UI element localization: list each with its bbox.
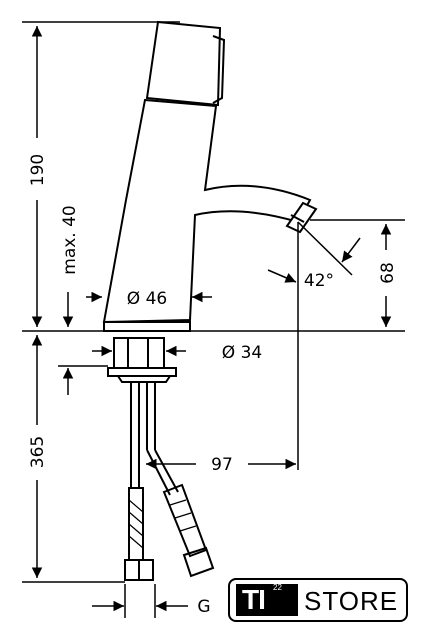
- mounting-nut: [113, 337, 165, 369]
- dimension-lines: [22, 21, 405, 618]
- handle-cap: [145, 20, 222, 107]
- supply-hoses: [124, 382, 215, 581]
- connection-label: G: [197, 597, 210, 617]
- store-logo: TI 22 STORE: [228, 578, 408, 622]
- body-diameter-label: Ø 46: [127, 289, 167, 309]
- mounting-washer: [107, 367, 177, 377]
- hose-length-label: 365: [28, 436, 48, 468]
- faucet-outline: [102, 20, 318, 324]
- base-diameter-label: Ø 34: [222, 343, 262, 363]
- handle-cap-side: [212, 35, 226, 104]
- spout-tip: [285, 201, 318, 234]
- right-hose-braid: [162, 483, 208, 558]
- base-ring: [103, 321, 191, 332]
- spout-angle-label: 42°: [304, 271, 334, 291]
- right-hose-nut: [182, 546, 215, 578]
- max-height-label: max. 40: [60, 205, 80, 274]
- mounting-bracket: [116, 375, 172, 383]
- total-height-label: 190: [28, 154, 48, 186]
- spout-height-label: 68: [378, 262, 398, 284]
- left-hose-braid: [128, 487, 144, 561]
- projection-label: 97: [211, 455, 233, 475]
- logo-mark: TI: [236, 584, 298, 616]
- logo-superscript: 22: [273, 583, 282, 592]
- logo-name: STORE: [304, 586, 399, 616]
